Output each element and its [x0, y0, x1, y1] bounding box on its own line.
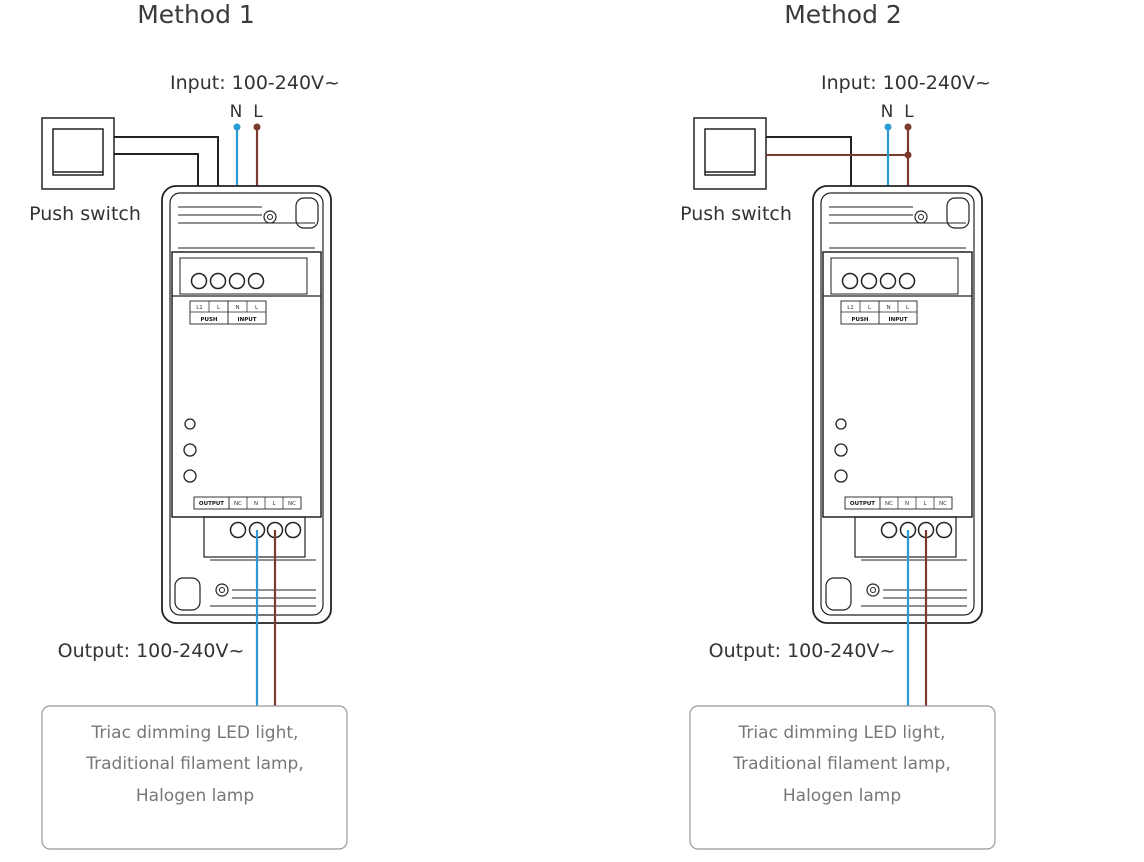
method-2-load-line-2: Traditional filament lamp,	[732, 754, 951, 774]
method-2-input-terminal-n: N	[886, 305, 890, 311]
method-1-title: Method 1	[137, 0, 255, 29]
method-2-output-terminal-l: L	[923, 501, 927, 507]
method-2-output-label: Output: 100-240V~	[709, 640, 896, 662]
method-2-input-label: Input: 100-240V~	[821, 72, 991, 94]
method-1-output-terminal-title: OUTPUT	[199, 501, 224, 507]
method-2-output-terminal-title: OUTPUT	[850, 501, 875, 507]
method-2-switch-label: Push switch	[680, 203, 792, 225]
method-2-output-terminal-nc1: NC	[885, 501, 893, 507]
method-1-input-terminal-n: N	[235, 305, 239, 311]
method-1-neutral-dot	[233, 123, 241, 131]
method-1-output-terminal-n: N	[254, 501, 258, 507]
method-2-load-box	[689, 705, 996, 850]
method-1-output-terminal-nc1: NC	[234, 501, 242, 507]
method-2-input-terminal-l: L	[906, 305, 910, 311]
method-2-neutral-dot	[884, 123, 892, 131]
method-2-title: Method 2	[784, 0, 902, 29]
method-2-l-label: L	[904, 102, 914, 122]
method-2-push-terminal-l1: L1	[847, 305, 854, 311]
method-2-push-switch	[693, 117, 767, 190]
method-1-output-terminal-l: L	[272, 501, 276, 507]
method-2-panel: Method 2 Input: 100-240V~ N L Push switc…	[680, 0, 996, 850]
method-2-output-terminal-nc2: NC	[939, 501, 947, 507]
method-1-controller: L1 L N L PUSH INPUT OUTPUT NC N L NC	[161, 185, 332, 624]
method-1-output-label: Output: 100-240V~	[58, 640, 245, 662]
method-2-controller: L1 L N L PUSH INPUT OUTPUT NC N L NC	[812, 185, 983, 624]
method-2-live-dot	[904, 123, 912, 131]
method-1-load-line-3: Halogen lamp	[136, 786, 254, 806]
method-1-load-line-1: Triac dimming LED light,	[91, 723, 299, 743]
method-2-push-terminal-l: L	[868, 305, 872, 311]
method-1-load-box	[41, 705, 348, 850]
method-2-n-label: N	[881, 102, 894, 122]
method-1-live-dot	[253, 123, 261, 131]
method-2-load-line-1: Triac dimming LED light,	[738, 723, 946, 743]
method-1-n-label: N	[230, 102, 243, 122]
method-2-push-terminal-title: PUSH	[851, 317, 868, 323]
method-2-load-line-3: Halogen lamp	[783, 786, 901, 806]
method-1-l-label: L	[253, 102, 263, 122]
method-1-input-terminal-l: L	[255, 305, 259, 311]
method-1-push-terminal-l1: L1	[196, 305, 203, 311]
method-1-panel: Method 1 Input: 100-240V~ N L Push switc…	[29, 0, 348, 850]
method-1-load-line-2: Traditional filament lamp,	[85, 754, 304, 774]
method-1-input-label: Input: 100-240V~	[170, 72, 340, 94]
method-1-output-terminal-nc2: NC	[288, 501, 296, 507]
method-2-input-terminal-title: INPUT	[889, 317, 908, 323]
method-1-push-terminal-title: PUSH	[200, 317, 217, 323]
method-1-switch-label: Push switch	[29, 203, 141, 225]
method-1-input-terminal-title: INPUT	[238, 317, 257, 323]
method-2-output-terminal-n: N	[905, 501, 909, 507]
method-1-push-terminal-l: L	[217, 305, 221, 311]
method-1-push-switch	[41, 117, 115, 190]
